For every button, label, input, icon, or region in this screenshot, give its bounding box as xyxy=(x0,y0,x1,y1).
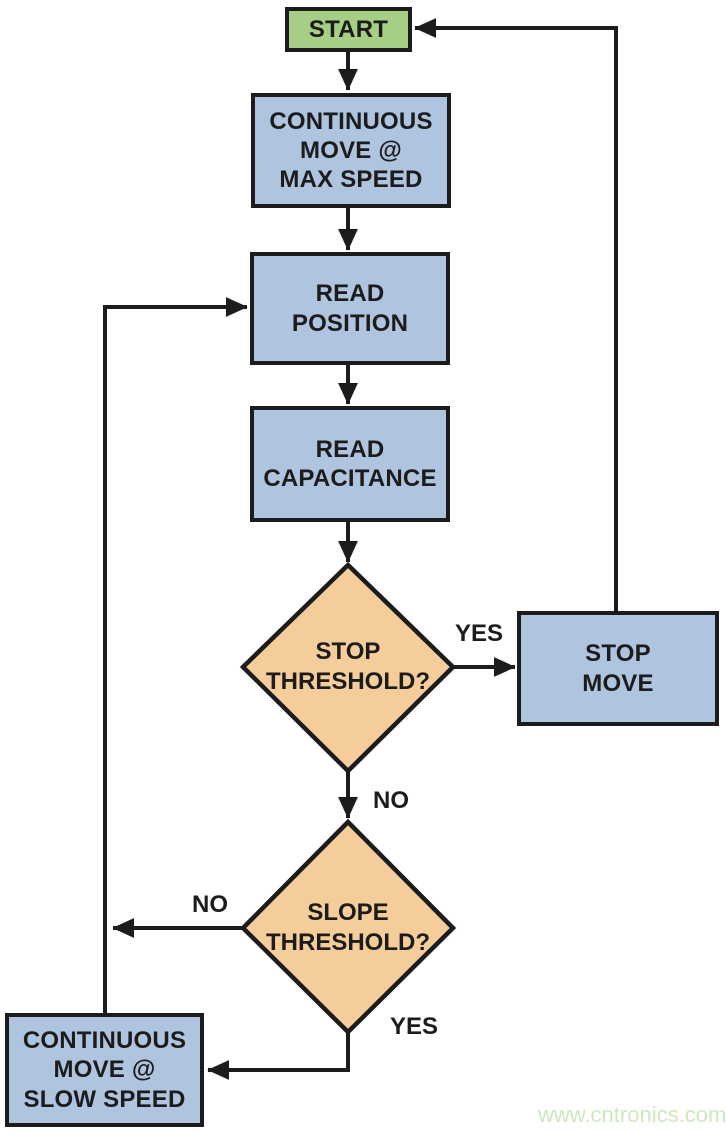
node-start-label: START xyxy=(308,15,389,43)
node-label-line: MOVE @ xyxy=(300,136,402,164)
node-label-line: CONTINUOUS xyxy=(22,1027,187,1055)
node-label-line: POSITION xyxy=(291,309,409,337)
edge-stop-move-to-start xyxy=(414,18,618,611)
watermark-text: www.cntronics.com xyxy=(538,1102,726,1127)
edge-slope-threshold-yes-to-cont-slow xyxy=(207,1032,350,1080)
node-start: START xyxy=(285,7,412,52)
node-read-capacitance: READ CAPACITANCE xyxy=(250,406,450,522)
node-read-position: READ POSITION xyxy=(250,252,450,365)
node-label-line: READ xyxy=(315,435,385,463)
node-label-line: MOVE @ xyxy=(53,1056,156,1084)
edge-label-slope-no: NO xyxy=(192,891,228,918)
node-label-line: MAX SPEED xyxy=(279,166,423,194)
decision-stop-threshold xyxy=(239,561,457,775)
node-stop-move: STOP MOVE xyxy=(517,611,719,726)
edge-label-stop-no: NO xyxy=(373,787,409,814)
node-label-line: MOVE xyxy=(582,669,654,697)
edge-cont-slow-to-read-position xyxy=(103,297,248,1013)
node-label-line: CAPACITANCE xyxy=(263,465,437,492)
node-label-line: READ xyxy=(315,280,385,308)
edge-label-stop-yes: YES xyxy=(455,620,504,647)
node-continuous-move-slow-speed: CONTINUOUS MOVE @ SLOW SPEED xyxy=(5,1013,204,1127)
node-label-line: STOP xyxy=(585,640,651,668)
decision-slope-threshold xyxy=(239,818,457,1036)
node-continuous-move-max-speed: CONTINUOUS MOVE @ MAX SPEED xyxy=(251,93,451,208)
node-label-line: SLOW SPEED xyxy=(23,1085,186,1113)
edge-label-slope-yes: YES xyxy=(390,1013,439,1040)
node-label-line: CONTINUOUS xyxy=(269,107,433,135)
